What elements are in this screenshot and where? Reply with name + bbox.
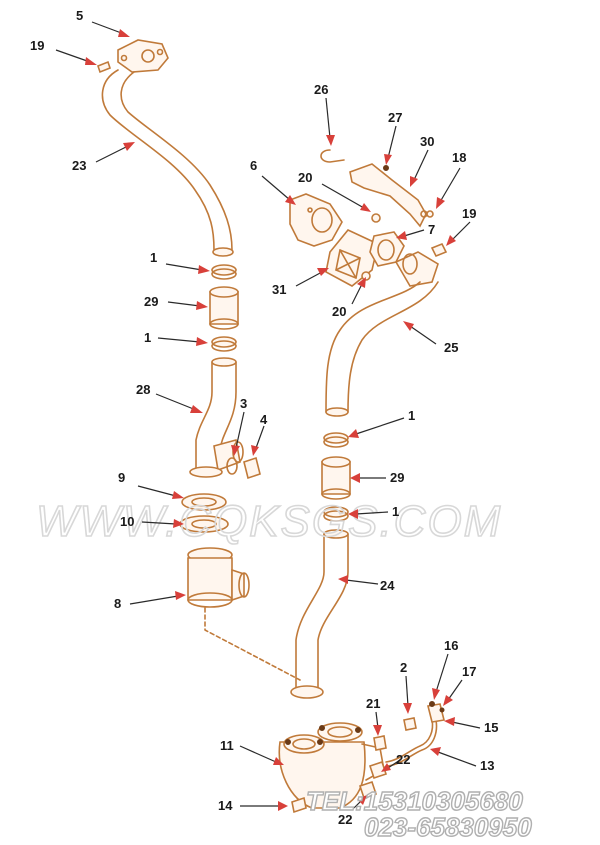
callout-22-b: 22: [338, 812, 352, 827]
callout-27: 27: [388, 110, 402, 125]
callout-20-a: 20: [298, 170, 312, 185]
callout-13: 13: [480, 758, 494, 773]
contact-phone: 023-65830950: [364, 812, 532, 842]
callout-21: 21: [366, 696, 380, 711]
callout-10: 10: [120, 514, 134, 529]
leader-lines: [55, 21, 481, 811]
callout-1-c: 1: [408, 408, 415, 423]
clamp-1d: [323, 506, 349, 518]
callout-19-right: 19: [462, 206, 476, 221]
nut-17: [439, 707, 445, 713]
plug-14: [291, 796, 307, 814]
bolt-18: [426, 210, 434, 218]
callout-31: 31: [272, 282, 286, 297]
elbow-28: [195, 361, 213, 471]
clamp-1b: [211, 336, 237, 348]
contact-tel: TEL:15310305680: [306, 786, 523, 816]
screw-27: [383, 165, 389, 171]
left-pipe-assembly: [97, 39, 301, 681]
callout-1-a: 1: [150, 250, 157, 265]
callout-7: 7: [428, 222, 435, 237]
bolt-20a: [371, 213, 381, 223]
tube-13: [385, 719, 434, 763]
callout-25: 25: [444, 340, 458, 355]
fitting-21: [373, 735, 387, 751]
bottom-manifold-assembly: [278, 685, 445, 814]
clamp-1a: [211, 264, 237, 276]
callout-24: 24: [380, 578, 395, 593]
callout-4: 4: [260, 412, 268, 427]
callout-29-b: 29: [390, 470, 404, 485]
callout-29-a: 29: [144, 294, 158, 309]
callout-1-d: 1: [392, 504, 399, 519]
gasket-9: [181, 493, 227, 511]
bolt-19-right: [430, 242, 448, 258]
fitting-4: [243, 456, 261, 480]
callout-17: 17: [462, 664, 476, 679]
right-bracket-assembly: [289, 149, 448, 691]
flange-5: [117, 39, 169, 73]
callout-26: 26: [314, 82, 328, 97]
callout-14: 14: [218, 798, 233, 813]
callout-6: 6: [250, 158, 257, 173]
callout-9: 9: [118, 470, 125, 485]
pipe-24: [295, 533, 325, 691]
bolt-19-left: [97, 60, 111, 74]
callout-28: 28: [136, 382, 150, 397]
sensor-15: [427, 703, 445, 723]
callout-18: 18: [452, 150, 466, 165]
callout-15: 15: [484, 720, 498, 735]
callout-5: 5: [76, 8, 83, 23]
callout-1-b: 1: [144, 330, 151, 345]
callout-8: 8: [114, 596, 121, 611]
watermark-text: WWW.CQKSGS.COM: [36, 497, 502, 546]
callout-2: 2: [400, 660, 407, 675]
callout-22-a: 22: [396, 752, 410, 767]
callout-3: 3: [240, 396, 247, 411]
bolt-20b: [361, 271, 371, 281]
callout-23: 23: [72, 158, 86, 173]
bracket-30: [349, 163, 427, 228]
clamp-1c: [323, 432, 349, 444]
callout-19-left: 19: [30, 38, 44, 53]
callout-labels: 5 19 23 1 29 1 28 3 4 9 10 8 26 27 30 6 …: [30, 8, 498, 827]
fitting-22b: [358, 780, 378, 800]
manifold-11: [278, 741, 366, 809]
shield-6: [289, 193, 343, 247]
callout-16: 16: [444, 638, 458, 653]
washer-16: [429, 701, 435, 707]
callout-11: 11: [220, 738, 234, 753]
clip-26: [320, 149, 345, 163]
fitting-22a: [368, 760, 388, 780]
callout-20-b: 20: [332, 304, 346, 319]
pipe-25: [394, 251, 439, 287]
connector-2: [403, 717, 417, 731]
callout-30: 30: [420, 134, 434, 149]
pipe-23: [101, 69, 215, 251]
oring-3: [226, 457, 238, 475]
